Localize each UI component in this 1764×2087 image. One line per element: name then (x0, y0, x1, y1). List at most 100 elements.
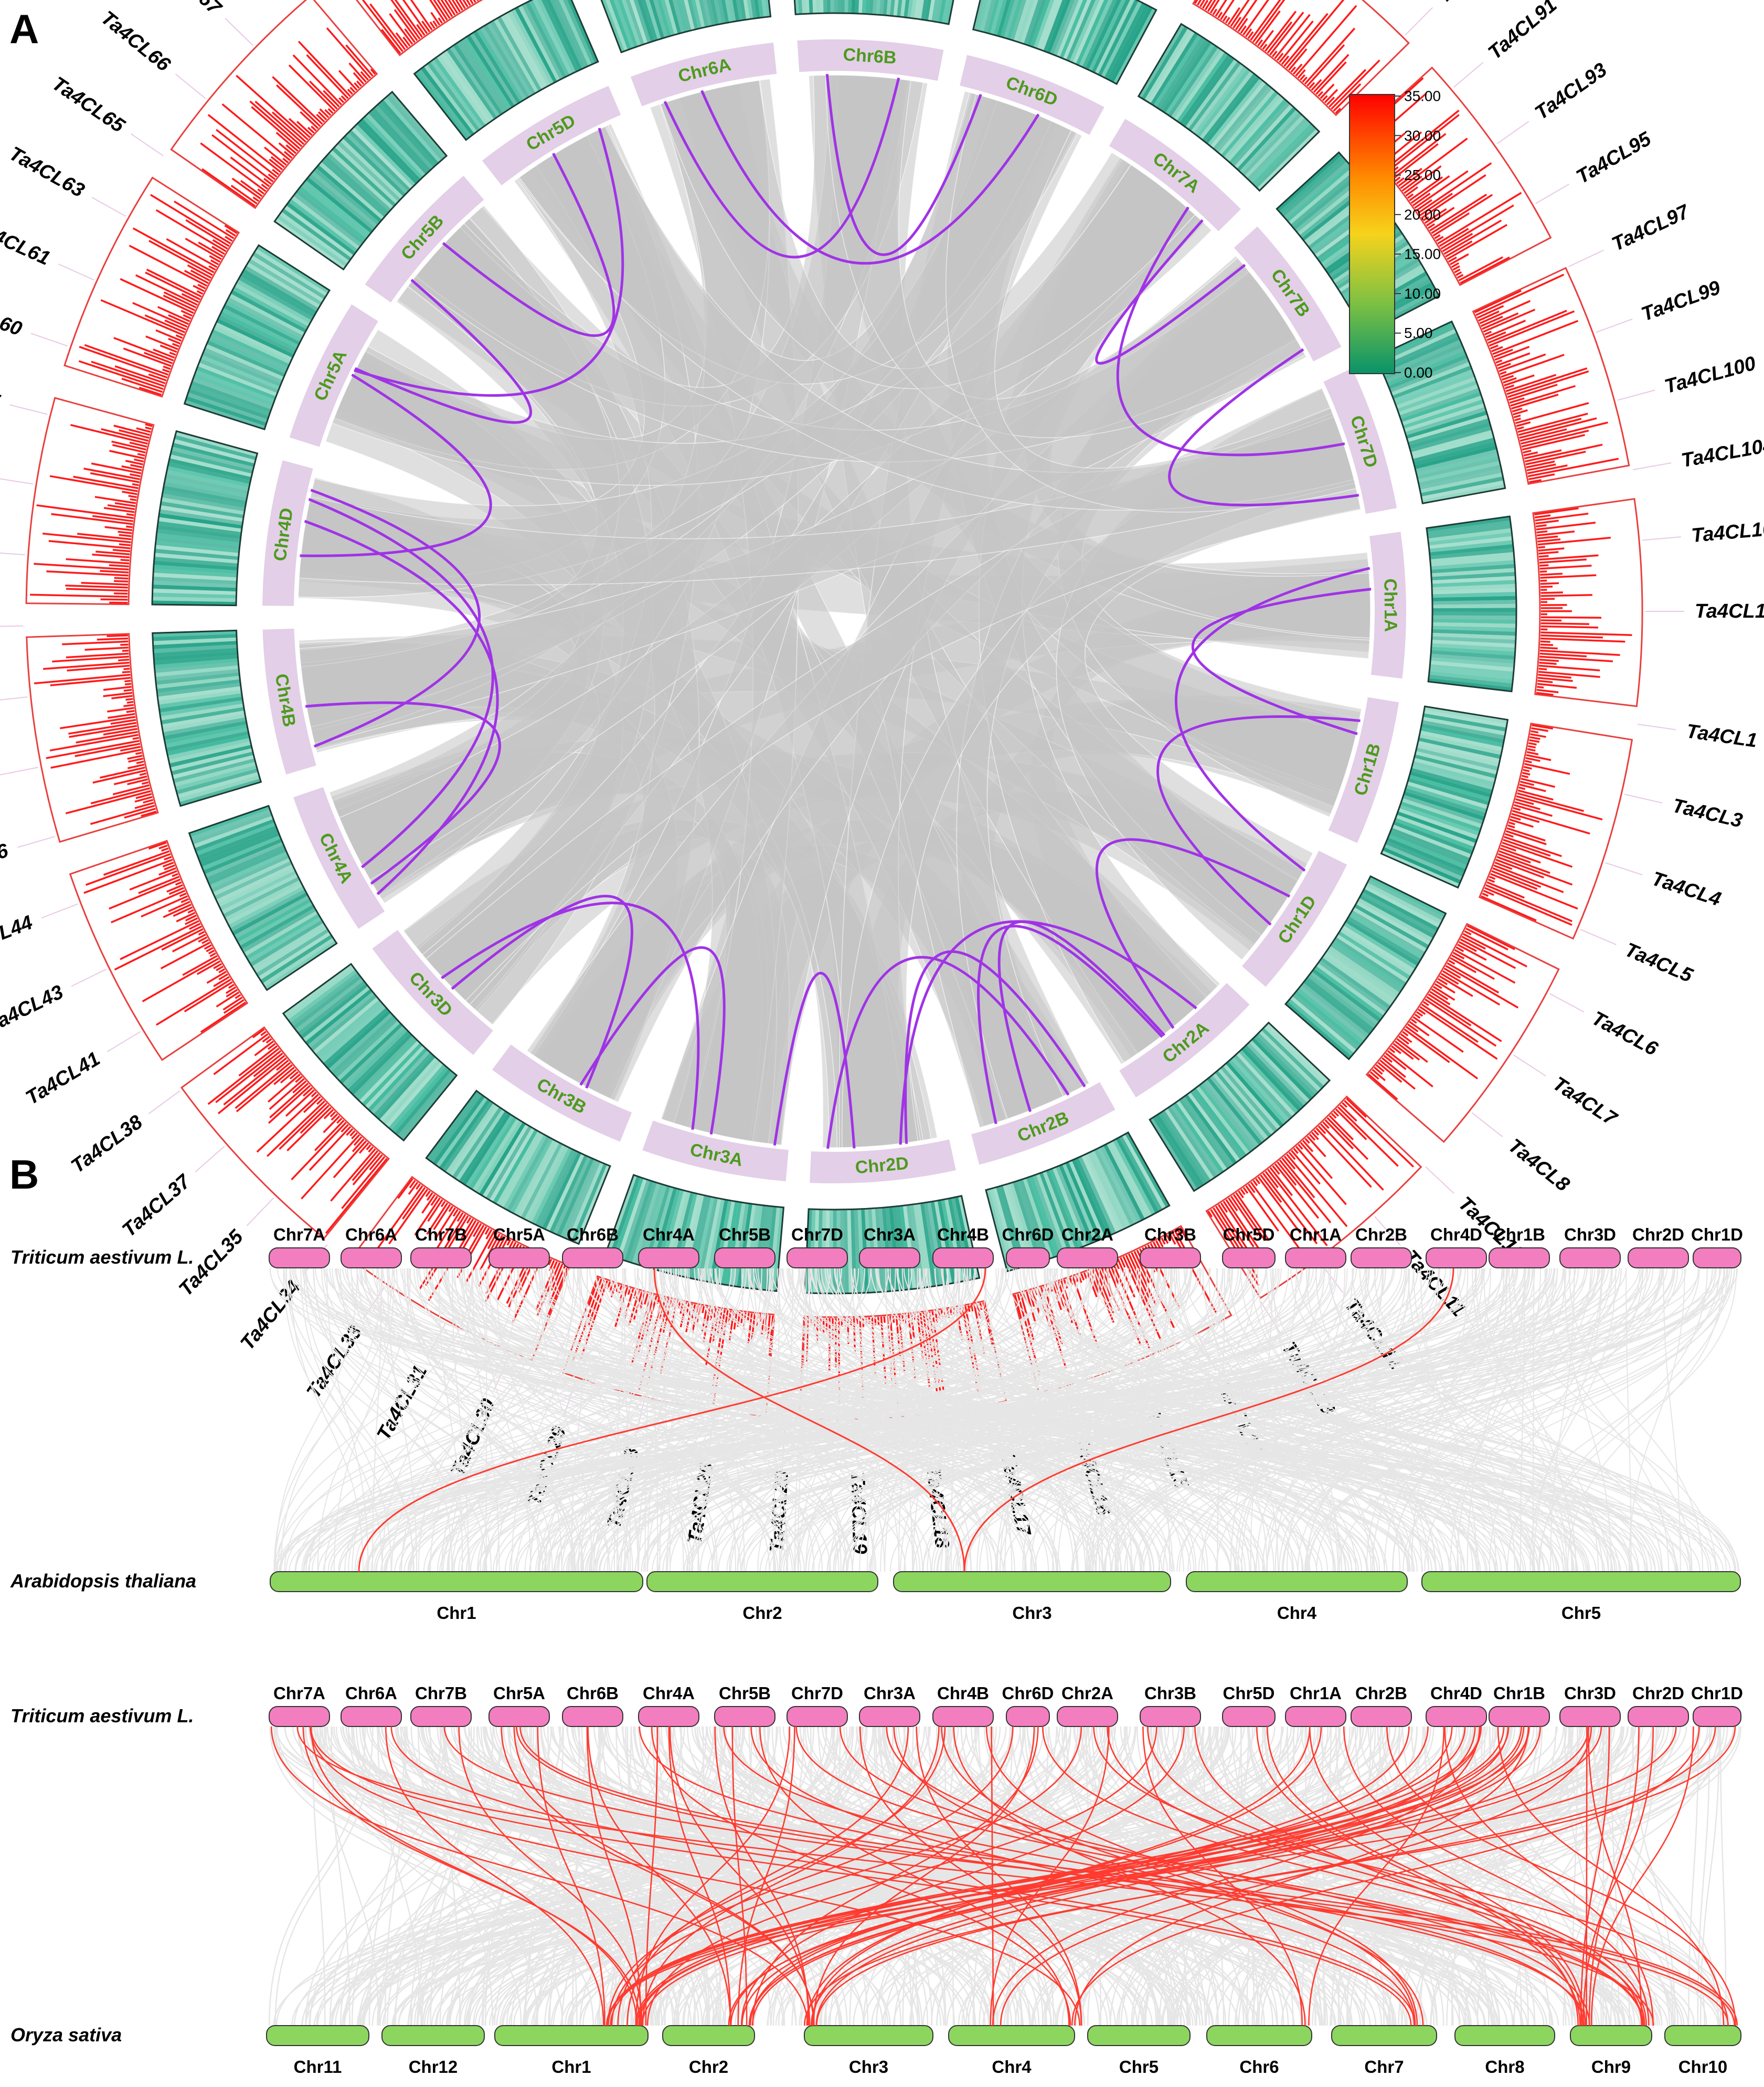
density-bin (1085, 1153, 1123, 1231)
rice-chromosome-label: Chr2 (689, 2057, 728, 2077)
density-bin (1405, 788, 1486, 817)
density-bin (1215, 86, 1272, 153)
density-bin (1062, 1163, 1098, 1242)
density-bin (433, 57, 486, 128)
histogram-bars (30, 423, 153, 604)
density-bin (1414, 445, 1497, 470)
density-bin (162, 489, 246, 508)
collinear-line (274, 1268, 473, 1572)
density-bin (350, 1033, 413, 1095)
density-bin (442, 1101, 494, 1172)
density-bin (1407, 781, 1489, 809)
density-bin (858, 0, 863, 14)
collinear-line (323, 1268, 1530, 1572)
gene-connector (1496, 121, 1529, 144)
density-bin (624, 1180, 654, 1262)
collinear-line (789, 1268, 1578, 1572)
histogram-bars (1207, 1097, 1415, 1286)
gene-connector (1637, 724, 1676, 730)
density-bin (157, 683, 241, 697)
collinear-line (316, 1726, 920, 2026)
duplication-link (977, 925, 1164, 1125)
collinear-line (877, 1268, 1385, 1572)
density-bin (1430, 657, 1515, 668)
wheat-chromosome-label: Chr2A (1061, 1225, 1113, 1244)
density-bin (250, 255, 324, 302)
collinear-line (1508, 1268, 1572, 1572)
density-bin (246, 262, 321, 309)
collinear-line (1241, 1268, 1353, 1572)
density-bin (329, 150, 394, 209)
chromosome-label: Chr2D (854, 1153, 909, 1178)
wheat-chromosome-label: Chr5D (1223, 1225, 1274, 1244)
collinear-line (324, 1268, 1724, 1572)
density-bin (1196, 68, 1251, 137)
density-bin (230, 889, 306, 932)
collinear-line (283, 1268, 779, 1572)
collinear-line (462, 1268, 1606, 1572)
wheat-chromosome-bar (269, 1706, 330, 1727)
density-bin (976, 0, 988, 31)
collinear-line (1178, 1268, 1372, 1572)
density-bin (238, 276, 314, 321)
density-bin (1204, 1079, 1259, 1148)
collinear-line (365, 1268, 1317, 1572)
wheat-chromosome-bar (787, 1706, 848, 1727)
density-bin (152, 596, 237, 602)
density-bin (1234, 104, 1293, 169)
density-bin (609, 0, 631, 50)
collinear-line (1568, 1268, 1704, 1572)
collinear-line (1366, 1268, 1492, 1572)
density-bin (449, 1105, 500, 1177)
wheat-chromosome-label: Chr2D (1632, 1683, 1684, 1703)
density-bin (386, 94, 444, 161)
density-bin (532, 0, 573, 75)
density-bin (1421, 723, 1504, 744)
density-bin (1303, 980, 1372, 1035)
density-bin (924, 0, 931, 21)
gene-connector (30, 333, 68, 347)
collinear-line (1159, 1268, 1474, 1572)
density-bin (203, 838, 282, 874)
collinear-line (573, 1268, 1206, 1572)
wheat-chromosome-label: Chr5B (719, 1225, 771, 1244)
density-bin (430, 59, 483, 130)
density-bin (1161, 1110, 1211, 1183)
density-bin (1428, 678, 1512, 692)
density-bin (318, 162, 385, 220)
density-bin (1420, 472, 1503, 493)
density-bin (1377, 325, 1455, 364)
density-bin (643, 1185, 671, 1268)
density-bin (221, 308, 299, 348)
collinear-line (598, 1268, 1716, 1572)
collinear-line (295, 1268, 1257, 1572)
density-bin (983, 0, 996, 33)
collinear-line (1306, 1268, 1484, 1572)
density-bin (1043, 1171, 1076, 1251)
density-bin (1053, 0, 1079, 56)
density-bin (1078, 1156, 1117, 1234)
rice-chromosome-label: Chr8 (1485, 2057, 1524, 2077)
collinear-line (897, 1268, 1075, 1572)
density-bin (567, 1162, 604, 1241)
density-bin (153, 648, 238, 658)
collinear-line (1538, 1268, 1737, 1572)
density-bin (1429, 540, 1513, 553)
duplication-link (304, 520, 499, 895)
collinear-line (457, 1268, 1299, 1572)
density-bin (170, 450, 253, 474)
density-bin (163, 721, 247, 740)
collinear-line (594, 1268, 1154, 1572)
wheat-chromosome-label: Chr2A (1061, 1683, 1113, 1703)
density-bin (701, 1198, 721, 1281)
wheat-chromosome-bar (1426, 1247, 1487, 1268)
density-bin (439, 1099, 491, 1170)
density-bin (1411, 764, 1494, 790)
density-bin (913, 1204, 929, 1288)
density-outline (985, 1131, 1171, 1273)
density-bin (165, 727, 249, 748)
density-bin (305, 989, 373, 1045)
collinear-line (666, 1268, 768, 1572)
density-bin (1432, 588, 1516, 595)
density-bin (1188, 61, 1241, 131)
